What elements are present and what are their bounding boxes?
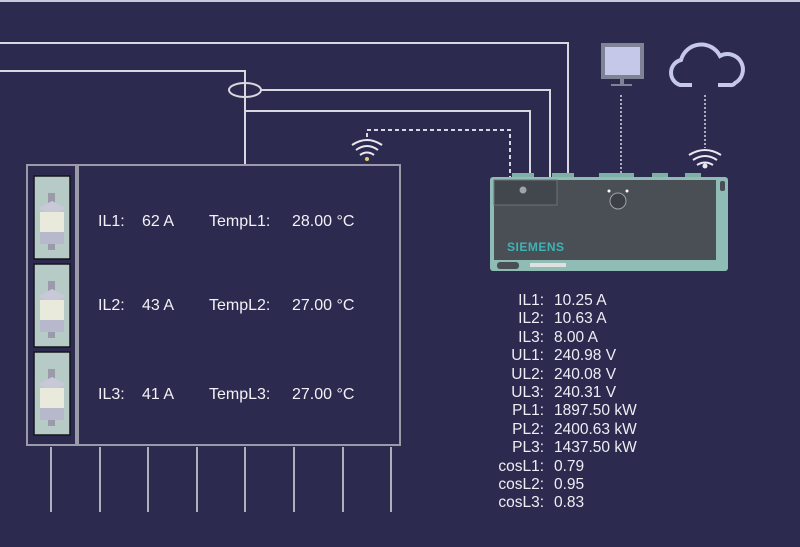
top-border [0,0,800,2]
wire-2 [0,70,246,165]
measurement-row: cosL2: 0.95 [470,476,637,494]
current-transformer [228,82,262,98]
measurement-row: UL2: 240.08 V [470,366,637,384]
measurement-row: UL1: 240.98 V [470,347,637,365]
outgoing-lines [50,447,392,512]
measurement-value: 240.31 V [554,384,617,402]
measurement-label: cosL2: [498,476,544,494]
fuse-icon [33,175,71,260]
measurement-label: IL3: [518,328,544,346]
measurement-value: 0.95 [554,476,585,494]
wireless-link [366,129,511,178]
wifi-icon [688,149,722,169]
temp-label: TempL3: [209,386,271,403]
fuse-icon [33,351,71,436]
measurement-value: 240.98 V [554,347,617,365]
temp-value: 28.00 °C [292,213,355,230]
siemens-device [490,173,728,271]
wifi-icon [351,139,383,161]
wire-3 [260,89,551,178]
measurement-value: 1437.50 kW [554,439,637,457]
measurement-row: UL3: 240.31 V [470,384,637,402]
measurement-label: PL2: [512,420,544,438]
measurement-label: PL3: [512,439,544,457]
current-value: 62 A [142,213,175,230]
measurement-row: PL2: 2400.63 kW [470,421,637,439]
wire-1 [0,42,569,178]
measurement-label: IL2: [518,310,544,328]
measurement-value: 2400.63 kW [554,420,637,438]
feeder-box [77,164,401,446]
current-label: IL1: [98,213,125,230]
current-label: IL3: [98,386,125,403]
measurement-value: 0.83 [554,494,585,512]
measurement-list: IL1: 10.25 A IL2: 10.63 A IL3: 8.00 A UL1: 240.… [470,292,637,513]
monitor-icon [601,43,644,86]
measurement-label: UL1: [511,347,544,365]
measurement-row: IL1: 10.25 A [470,292,637,310]
measurement-label: PL1: [512,402,544,420]
measurement-label: IL1: [518,292,544,309]
cloud-icon [669,42,745,88]
current-value: 41 A [142,386,175,403]
fuse-icon [33,263,71,348]
temp-label: TempL1: [209,213,271,230]
fuse-column-frame [26,164,77,446]
measurement-row: cosL3: 0.83 [470,494,637,512]
measurement-value: 10.25 A [554,292,607,309]
measurement-value: 8.00 A [554,328,598,346]
measurement-value: 10.63 A [554,310,607,328]
measurement-label: cosL1: [498,457,544,475]
measurement-label: UL3: [511,384,544,402]
fuse-column [33,175,71,436]
measurement-row: PL1: 1897.50 kW [470,402,637,420]
measurement-value: 240.08 V [554,365,617,383]
temp-label: TempL2: [209,297,271,314]
measurement-row: IL3: 8.00 A [470,329,637,347]
temp-value: 27.00 °C [292,386,355,403]
measurement-value: 1897.50 kW [554,402,637,420]
measurement-value: 0.79 [554,457,585,475]
current-label: IL2: [98,297,125,314]
measurement-label: cosL3: [498,494,544,512]
measurement-row: IL2: 10.63 A [470,310,637,328]
measurement-row: cosL1: 0.79 [470,458,637,476]
wire-4 [245,110,531,178]
measurement-row: PL3: 1437.50 kW [470,439,637,457]
temp-value: 27.00 °C [292,297,355,314]
current-value: 43 A [142,297,175,314]
measurement-label: UL2: [511,365,544,383]
brand-logo: SIEMENS [507,240,565,254]
